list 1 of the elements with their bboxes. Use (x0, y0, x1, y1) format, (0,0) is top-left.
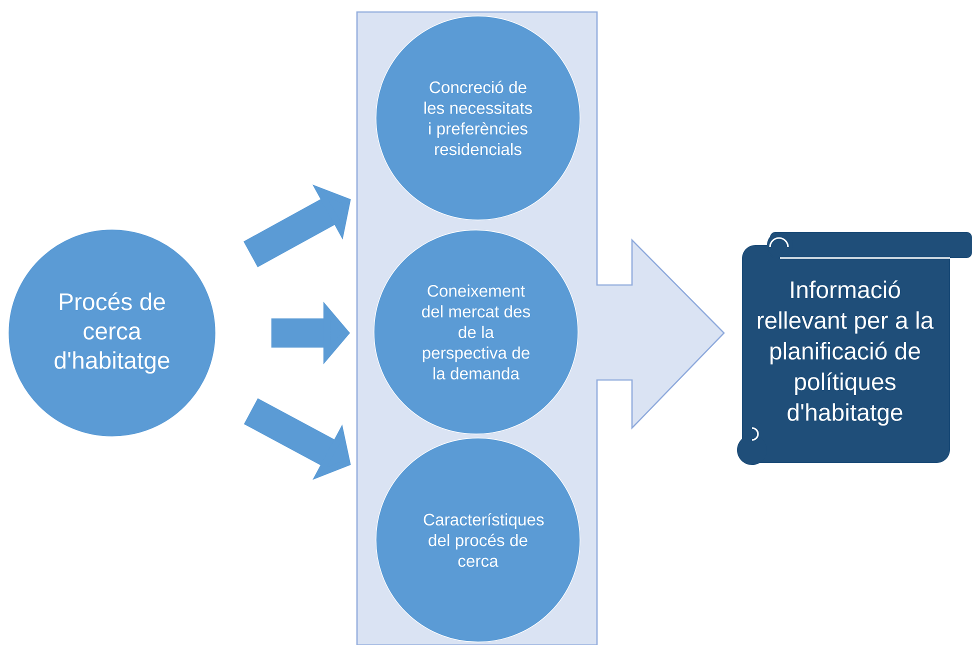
scroll-banner: Informació rellevant per a la planificació de polítiques d'habitatge (737, 232, 972, 465)
